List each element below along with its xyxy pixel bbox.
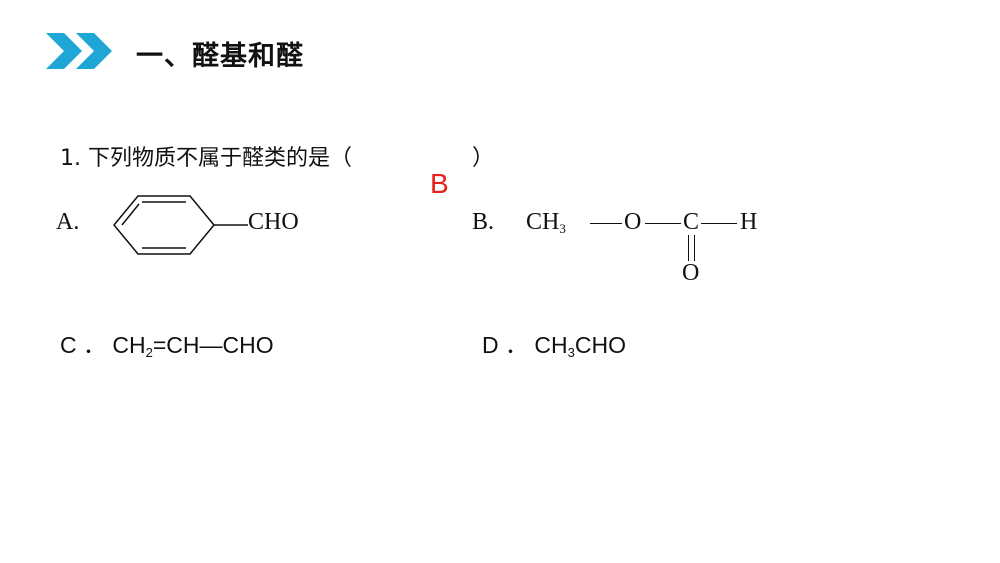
option-b-methyl: CH3 — [526, 209, 566, 236]
option-b-oxygen-carbonyl: O — [682, 260, 700, 286]
question-text: 1. 下列物质不属于醛类的是（ — [60, 146, 352, 171]
bond-ch3-o — [590, 223, 622, 224]
option-b-label: B. — [472, 209, 495, 235]
double-chevron-right-icon — [46, 33, 112, 69]
answer-text: B — [430, 168, 449, 199]
section-title: 一、醛基和醛 — [136, 41, 304, 72]
option-a-label: A. — [56, 209, 80, 235]
benzene-ring-structure — [113, 195, 248, 255]
option-d: D ． CH3CHO — [482, 326, 626, 360]
option-c: C ． CH2=CH—CHO — [60, 326, 274, 360]
question-stem: 1. 下列物质不属于醛类的是（ ） — [60, 140, 494, 172]
option-c-formula: CH2=CH—CHO — [112, 332, 274, 360]
paren-close: ） — [472, 146, 495, 171]
option-b-carbon: C — [683, 209, 700, 235]
option-a-cho: CHO — [248, 209, 299, 235]
double-bond-c-o — [688, 235, 695, 261]
option-d-label: D ． — [482, 332, 528, 358]
bond-o-c — [645, 223, 681, 224]
bond-c-h — [701, 223, 737, 224]
option-b-oxygen-ester: O — [624, 209, 642, 235]
option-b-hydrogen: H — [740, 209, 758, 235]
option-d-formula: CH3CHO — [534, 332, 626, 360]
option-c-label: C ． — [60, 332, 106, 358]
